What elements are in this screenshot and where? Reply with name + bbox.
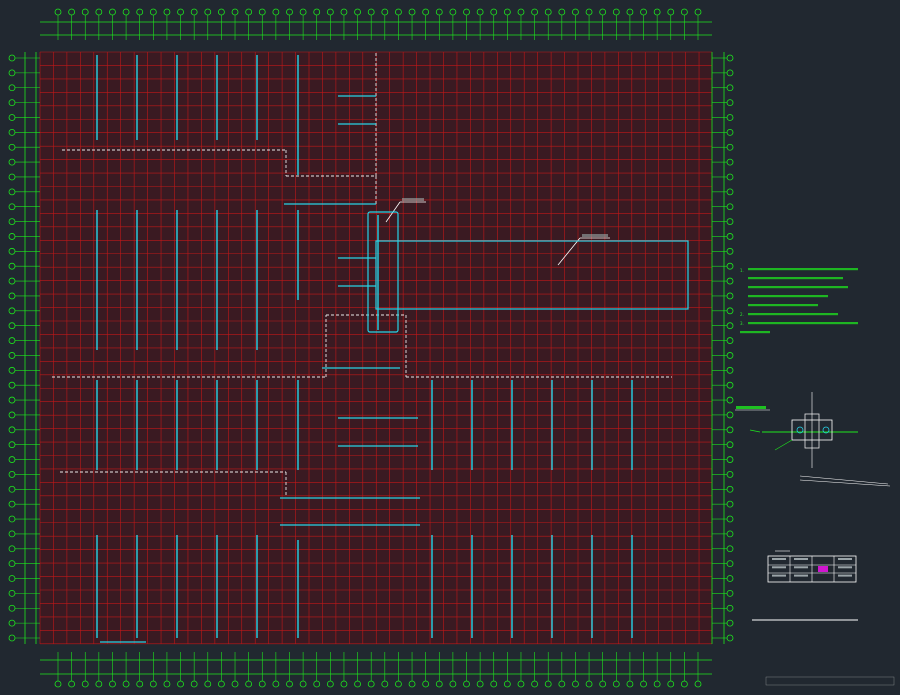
legend-cell-text <box>794 558 808 560</box>
design-notes: 1. 2. 3. <box>740 268 858 334</box>
note-3-number: 3. <box>740 321 744 326</box>
sprinkler-pipes <box>96 55 633 643</box>
pipe-detail-section <box>735 392 891 487</box>
legend-cell-text <box>794 574 808 577</box>
note-text-line <box>748 295 828 298</box>
leader-annotation-right <box>557 234 610 266</box>
note-text-line <box>748 313 838 316</box>
note-text-line <box>748 322 858 325</box>
pipe-legend-table <box>767 550 857 583</box>
legend-cell-text <box>772 558 786 560</box>
legend-cell-text <box>838 566 852 569</box>
pipe-enclosure <box>367 211 689 333</box>
legend-cell-text <box>838 574 852 577</box>
wall-lines <box>52 52 672 496</box>
note-1-number: 1. <box>740 268 744 273</box>
note-text-line <box>748 304 818 307</box>
note-2-number: 2. <box>740 312 744 317</box>
legend-cell-text <box>838 558 852 560</box>
axis-frame <box>8 8 734 688</box>
note-text-line <box>748 277 843 280</box>
legend-cell-text <box>772 574 786 577</box>
note-text-line <box>748 268 858 271</box>
legend-swatch-magenta <box>818 566 828 572</box>
legend-cell-text <box>794 566 808 569</box>
drawing-title-block <box>752 619 895 686</box>
legend-cell-text <box>772 566 786 569</box>
note-text-line <box>748 286 848 289</box>
note-text-line <box>740 331 770 334</box>
